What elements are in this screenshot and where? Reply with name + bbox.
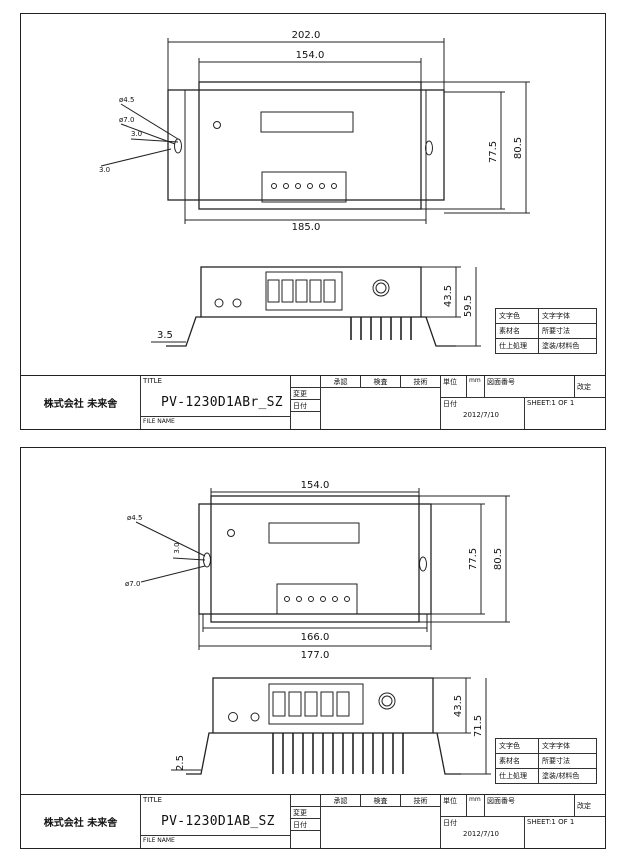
blank-cell xyxy=(291,412,321,429)
drawing-sheet-1: 202.0 154.0 185.0 77.5 80.5 ø4.5 ø7.0 3.… xyxy=(20,13,606,430)
blank-cell xyxy=(291,831,321,848)
side-view-1 xyxy=(151,266,481,347)
material-value: 塗装/材料色 xyxy=(542,342,580,350)
dim-slot-dia-2: ø7.0 xyxy=(125,580,140,588)
heatsink-fins-1 xyxy=(350,317,412,340)
dim-inner-span-2: 166.0 xyxy=(301,632,330,643)
row-label: 変更 xyxy=(291,388,321,400)
dim-slot-dia-1: ø7.0 xyxy=(119,116,134,124)
file-name-label: FILE NAME xyxy=(141,417,291,429)
dim-bottom-span-2: 177.0 xyxy=(301,650,330,661)
date-label: 日付 xyxy=(443,819,457,827)
approval-area xyxy=(321,807,441,848)
approval-header: 技術 xyxy=(401,376,441,388)
material-label: 文字色 xyxy=(496,309,539,323)
drawing-number-label: 図面番号 xyxy=(485,795,575,817)
dim-top-span-2: 154.0 xyxy=(301,480,330,491)
terminal-screws-1 xyxy=(271,183,337,189)
dim-slot-width-2: 3.0 xyxy=(173,542,181,553)
material-value: 塗装/材料色 xyxy=(542,772,580,780)
approval-area xyxy=(321,388,441,429)
material-value: 文字字体 xyxy=(542,312,570,320)
unit-label: 単位 xyxy=(441,376,467,398)
material-value: 所要寸法 xyxy=(542,327,570,335)
drawing-sheet-2: 154.0 166.0 177.0 77.5 80.5 ø4.5 ø7.0 3.… xyxy=(20,447,606,849)
dim-height-inner-1: 77.5 xyxy=(488,141,499,163)
date-cell: 日付 2012/7/10 xyxy=(441,817,525,848)
dim-slot-offset-1: 3.0 xyxy=(99,166,110,174)
row-label: 日付 xyxy=(291,400,321,412)
material-value: 所要寸法 xyxy=(542,757,570,765)
dim-side-height-1: 43.5 xyxy=(443,285,454,307)
top-view-2 xyxy=(135,488,510,650)
material-value: 文字字体 xyxy=(542,742,570,750)
dim-overall-width-1: 202.0 xyxy=(292,30,321,41)
dim-hole-dia-2: ø4.5 xyxy=(127,514,142,522)
technical-drawing-1: 202.0 154.0 185.0 77.5 80.5 ø4.5 ø7.0 3.… xyxy=(99,30,530,347)
technical-drawing-2: 154.0 166.0 177.0 77.5 80.5 ø4.5 ø7.0 3.… xyxy=(125,480,510,775)
revision-label: 改定 xyxy=(575,376,605,398)
dim-hole-dia-1: ø4.5 xyxy=(119,96,134,104)
dim-side-total-1: 59.5 xyxy=(463,295,474,317)
material-label: 素材名 xyxy=(496,754,539,768)
terminal-blocks-side-2 xyxy=(272,691,350,717)
material-label: 文字色 xyxy=(496,739,539,753)
blank-cell xyxy=(291,795,321,807)
sheet-label: SHEET:1 OF 1 xyxy=(527,818,575,826)
row-label: 日付 xyxy=(291,819,321,831)
dim-side-plate-1: 3.5 xyxy=(157,330,173,341)
unit-value: mm xyxy=(467,376,485,398)
material-table-2: 文字色文字字体 素材名所要寸法 仕上処理塗装/材料色 xyxy=(495,738,597,784)
top-view-1 xyxy=(100,38,530,224)
approval-header: 承認 xyxy=(321,376,361,388)
revision-label: 改定 xyxy=(575,795,605,817)
dim-side-plate-2: 2.5 xyxy=(175,755,186,771)
file-name-label: FILE NAME xyxy=(141,836,291,848)
sheet-label: SHEET:1 OF 1 xyxy=(527,399,575,407)
drawing-number-label: 図面番号 xyxy=(485,376,575,398)
side-view-2 xyxy=(171,677,491,775)
terminal-screws-2 xyxy=(284,596,350,602)
dim-side-height-2: 43.5 xyxy=(453,695,464,717)
blank-cell xyxy=(291,376,321,388)
dim-slot-width-1: 3.0 xyxy=(131,130,142,138)
heatsink-fins-2 xyxy=(272,733,404,774)
title-block-2: 株式会社 未来舎 TITLE PV-1230D1AB_SZ FILE NAME … xyxy=(21,794,605,848)
dim-top-span-1: 154.0 xyxy=(296,50,325,61)
date-value: 2012/7/10 xyxy=(463,830,499,838)
terminal-blocks-side-1 xyxy=(267,279,336,303)
material-label: 仕上処理 xyxy=(496,339,539,353)
date-cell: 日付 2012/7/10 xyxy=(441,398,525,429)
title-label: TITLE xyxy=(141,376,291,386)
date-value: 2012/7/10 xyxy=(463,411,499,419)
dim-height-inner-2: 77.5 xyxy=(468,548,479,570)
approval-header: 承認 xyxy=(321,795,361,807)
material-table-1: 文字色文字字体 素材名所要寸法 仕上処理塗装/材料色 xyxy=(495,308,597,354)
material-label: 素材名 xyxy=(496,324,539,338)
title-block-1: 株式会社 未来舎 TITLE PV-1230D1ABr_SZ FILE NAME… xyxy=(21,375,605,429)
approval-header: 検査 xyxy=(361,795,401,807)
dim-bottom-span-1: 185.0 xyxy=(292,222,321,233)
title-label: TITLE xyxy=(141,795,291,805)
dim-height-outer-2: 80.5 xyxy=(493,548,504,570)
drawing-title: PV-1230D1AB_SZ xyxy=(141,804,291,836)
material-label: 仕上処理 xyxy=(496,769,539,783)
approval-header: 検査 xyxy=(361,376,401,388)
drawing-title: PV-1230D1ABr_SZ xyxy=(141,385,291,417)
unit-value: mm xyxy=(467,795,485,817)
dim-height-outer-1: 80.5 xyxy=(513,137,524,159)
dim-side-total-2: 71.5 xyxy=(473,715,484,737)
company-name: 株式会社 未来舎 xyxy=(21,376,141,429)
row-label: 変更 xyxy=(291,807,321,819)
approval-header: 技術 xyxy=(401,795,441,807)
unit-label: 単位 xyxy=(441,795,467,817)
date-label: 日付 xyxy=(443,400,457,408)
company-name: 株式会社 未来舎 xyxy=(21,795,141,848)
